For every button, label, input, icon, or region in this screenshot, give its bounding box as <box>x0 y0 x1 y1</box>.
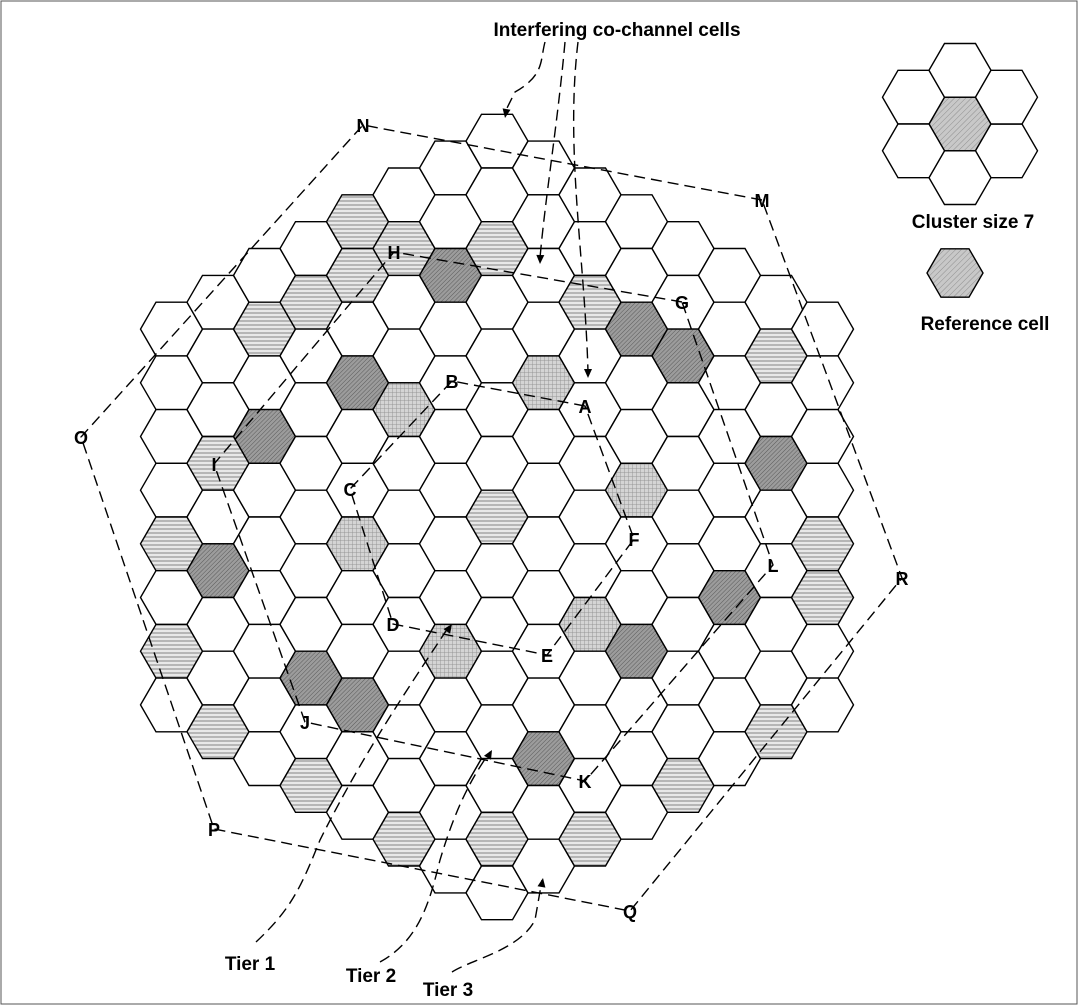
cell-letter-q: Q <box>623 902 637 922</box>
tier-lines <box>80 124 903 912</box>
pointer-top-1 <box>504 41 546 113</box>
cell-letter-r: R <box>896 569 909 589</box>
cell-letter-c: C <box>344 480 357 500</box>
tier3-label: Tier 3 <box>423 980 473 1001</box>
tier1-ring <box>349 380 635 656</box>
reference-cell-label: Reference cell <box>921 314 1050 335</box>
cluster-size-label: Cluster size 7 <box>912 212 1035 233</box>
pointer-tier3 <box>451 879 543 973</box>
cell-letter-f: F <box>629 530 640 550</box>
interfering-cells-label: Interfering co-channel cells <box>493 20 740 41</box>
pointer-tier1 <box>255 624 451 943</box>
arrow-head <box>443 624 452 634</box>
arrow-head <box>584 369 592 378</box>
hexagon-grid <box>139 113 855 921</box>
tier1-label: Tier 1 <box>225 954 276 975</box>
arrow-head <box>537 878 546 888</box>
cell-letter-e: E <box>541 646 553 666</box>
pointer-tier2 <box>379 751 491 963</box>
cell-letter-j: J <box>300 713 310 733</box>
cell-letter-l: L <box>768 556 779 576</box>
cell-letter-h: H <box>388 243 401 263</box>
cell-letter-p: P <box>208 820 220 840</box>
cell-letter-i: I <box>211 455 216 475</box>
reference-cell-symbol <box>926 248 984 298</box>
tier3-ring <box>80 124 903 912</box>
cell-letter-m: M <box>755 191 770 211</box>
cell-letter-g: G <box>675 293 689 313</box>
pointer-top-3 <box>572 41 589 373</box>
cell-letter-n: N <box>357 116 370 136</box>
cell-letter-b: B <box>446 372 459 392</box>
tier2-ring <box>213 251 774 782</box>
cluster-legend <box>881 42 1039 206</box>
cell-letter-o: O <box>74 428 88 448</box>
tier2-label: Tier 2 <box>346 966 396 987</box>
cluster-hex-cell <box>881 123 946 179</box>
arrow-head <box>536 254 545 264</box>
cell-letters: A B C D E F G H I J K L M N O P Q R <box>74 116 909 922</box>
cell-letter-a: A <box>579 397 592 417</box>
hex-cell <box>790 677 855 733</box>
pointer-lines <box>255 41 592 973</box>
reference-cell-legend <box>926 248 984 298</box>
arrow-head <box>484 750 492 760</box>
cell-letter-d: D <box>387 615 400 635</box>
pointer-top-2 <box>539 41 566 259</box>
cell-letter-k: K <box>579 772 592 792</box>
arrow-head <box>502 108 511 118</box>
cluster-hex-cell <box>974 69 1039 125</box>
